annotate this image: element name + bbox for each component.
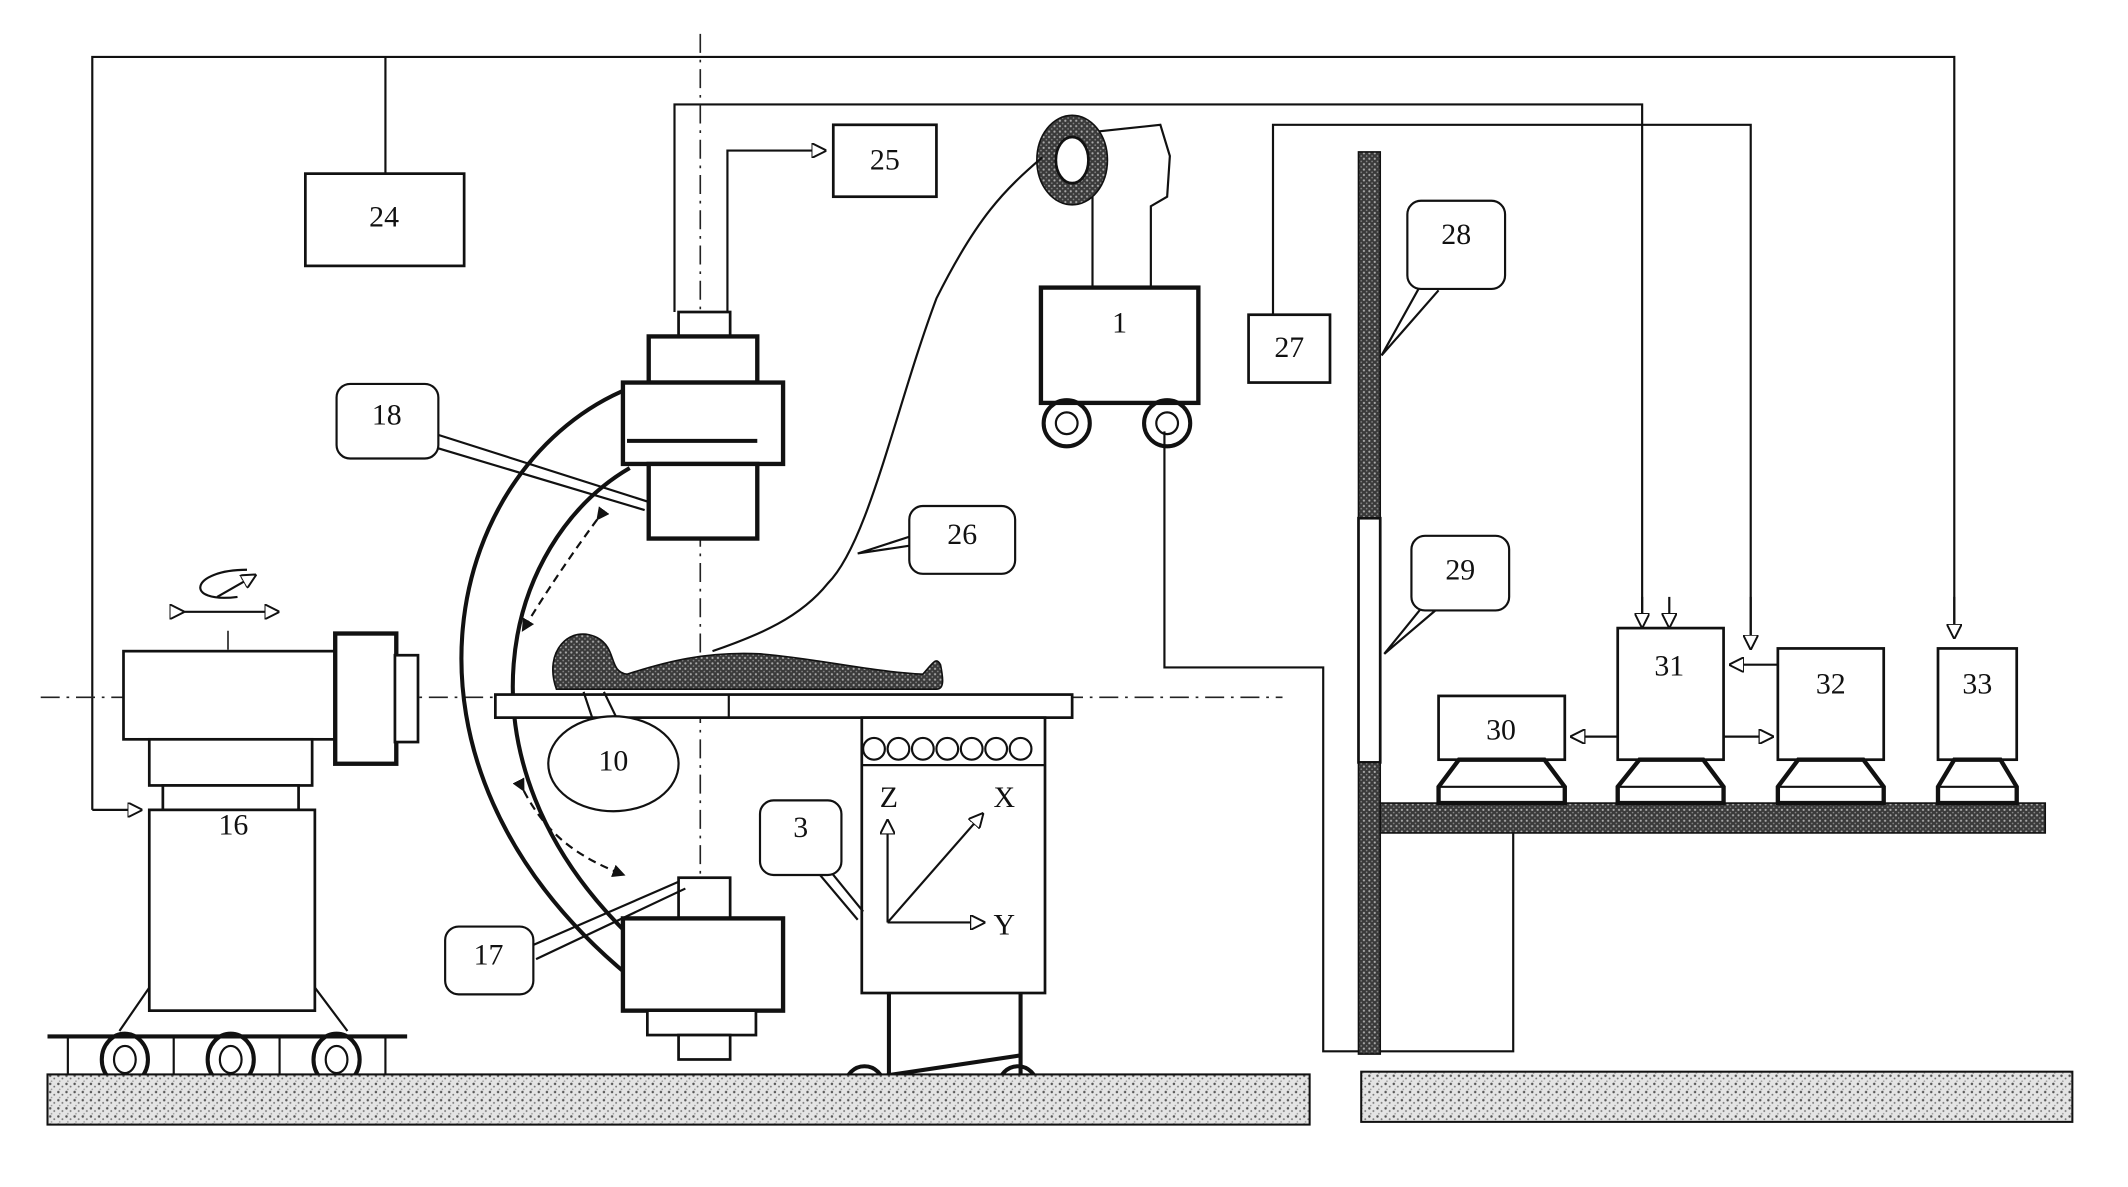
unit-33: 33 [1935,647,2019,806]
block-27: 27 [1247,313,1332,384]
label-27: 27 [1274,331,1304,364]
injection-line [712,156,1043,653]
label-32: 32 [1816,667,1846,700]
rotation-arrow-icon [199,568,248,599]
label-28: 28 [1441,218,1471,251]
label-3: 3 [793,811,808,844]
label-1: 1 [1112,306,1127,339]
ground-slabs [46,1070,2074,1126]
unit-arrows [1572,665,1778,737]
callout-18: 18 [335,382,650,512]
axis-y-label: Y [994,909,1016,942]
unit-32: 32 [1775,647,1886,806]
label-24: 24 [369,201,399,234]
label-26: 26 [947,518,977,551]
label-18: 18 [372,399,402,432]
callout-26: 26 [857,504,1017,575]
coordinate-axes: Z X Y [880,781,1016,942]
cart-1: 1 [1036,114,1201,449]
shield-wall-28 [1357,151,1382,1055]
stand-16: 16 [47,568,420,1088]
signal-lines [91,55,1954,1053]
label-33: 33 [1962,667,1992,700]
unit-31: 31 [1615,626,1726,806]
block-24: 24 [304,172,466,268]
callout-29: 29 [1383,534,1511,655]
callout-10: 10 [547,691,680,813]
callout-17: 17 [444,880,686,996]
patient-table-3: Z X Y [494,693,1074,1107]
axis-x-label: X [994,781,1016,814]
label-17: 17 [474,939,504,972]
label-30: 30 [1486,713,1516,746]
c-arm [459,310,786,1061]
table-rollers [862,736,1033,761]
label-29: 29 [1445,553,1475,586]
patient-10 [552,633,944,690]
control-room-floor [1379,802,2047,834]
label-31: 31 [1654,650,1684,683]
callout-3: 3 [758,799,864,921]
unit-30: 30 [1436,694,1567,806]
axis-z-label: Z [880,781,898,814]
label-16: 16 [219,808,249,841]
callout-28: 28 [1380,199,1507,357]
label-25: 25 [870,144,900,177]
label-10: 10 [599,745,629,778]
block-25: 25 [831,123,938,199]
